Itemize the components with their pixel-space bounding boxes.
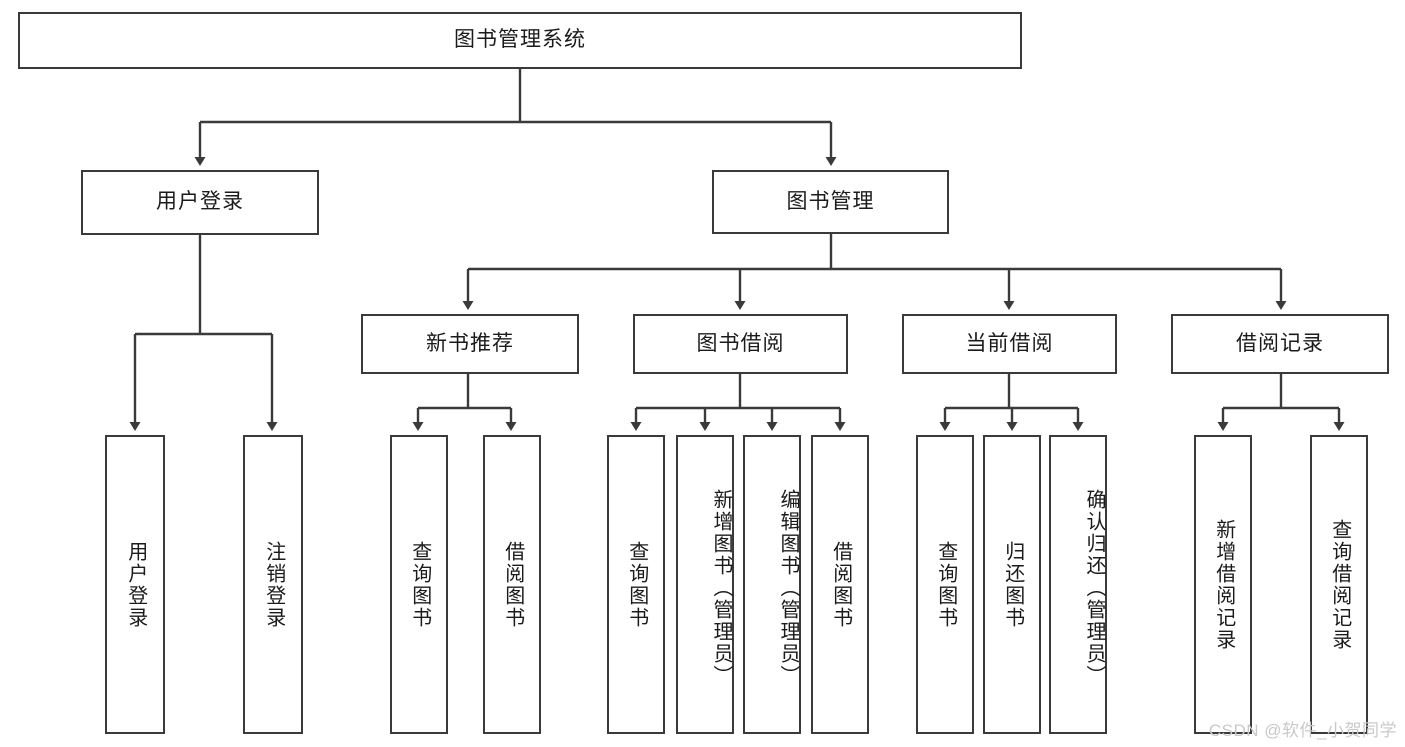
node-leaf-confirm-return-admin-label: 确认归还（管理员） — [1083, 488, 1105, 687]
node-leaf-query-book-1[interactable]: 查询图书 — [390, 435, 448, 734]
node-leaf-query-borrow-record[interactable]: 查询借阅记录 — [1310, 435, 1368, 734]
node-leaf-borrow-book-2-label: 借阅图书 — [829, 540, 852, 629]
node-new-book-recommend-label: 新书推荐 — [426, 331, 514, 355]
node-leaf-borrow-book-2[interactable]: 借阅图书 — [811, 435, 869, 734]
node-new-book-recommend[interactable]: 新书推荐 — [361, 314, 579, 374]
node-leaf-user-login[interactable]: 用户登录 — [105, 435, 165, 734]
node-leaf-query-book-1-label: 查询图书 — [408, 540, 431, 629]
node-leaf-confirm-return-admin[interactable]: 确认归还（管理员） — [1049, 435, 1107, 734]
node-current-borrow[interactable]: 当前借阅 — [902, 314, 1117, 374]
node-leaf-query-book-2[interactable]: 查询图书 — [607, 435, 665, 734]
node-leaf-edit-book-admin[interactable]: 编辑图书（管理员） — [743, 435, 801, 734]
node-leaf-user-login-label: 用户登录 — [124, 540, 147, 629]
node-leaf-query-book-3-label: 查询图书 — [934, 540, 957, 629]
node-leaf-return-book-label: 归还图书 — [1001, 540, 1024, 629]
node-leaf-add-book-admin[interactable]: 新增图书（管理员） — [676, 435, 734, 734]
node-borrow-record-label: 借阅记录 — [1236, 331, 1324, 355]
node-leaf-logout-label: 注销登录 — [262, 540, 285, 629]
node-leaf-query-borrow-record-label: 查询借阅记录 — [1328, 518, 1351, 651]
node-user-login-label: 用户登录 — [156, 190, 244, 214]
node-leaf-query-book-3[interactable]: 查询图书 — [916, 435, 974, 734]
node-leaf-add-borrow-record-label: 新增借阅记录 — [1212, 518, 1235, 651]
node-leaf-logout[interactable]: 注销登录 — [243, 435, 303, 734]
node-root-label: 图书管理系统 — [454, 28, 586, 52]
node-borrow-record[interactable]: 借阅记录 — [1171, 314, 1389, 374]
node-current-borrow-label: 当前借阅 — [965, 331, 1054, 355]
node-leaf-query-book-2-label: 查询图书 — [625, 540, 648, 629]
node-book-manage[interactable]: 图书管理 — [712, 170, 949, 234]
watermark: CSDN @软件_小贺同学 — [1208, 721, 1397, 740]
node-leaf-add-book-admin-label: 新增图书（管理员） — [710, 488, 732, 687]
node-leaf-borrow-book-1-label: 借阅图书 — [501, 540, 524, 629]
node-book-borrow-label: 图书借阅 — [696, 331, 785, 355]
node-root[interactable]: 图书管理系统 — [18, 12, 1022, 69]
node-book-borrow[interactable]: 图书借阅 — [633, 314, 848, 374]
node-leaf-add-borrow-record[interactable]: 新增借阅记录 — [1194, 435, 1252, 734]
node-user-login[interactable]: 用户登录 — [81, 170, 319, 235]
node-leaf-edit-book-admin-label: 编辑图书（管理员） — [777, 488, 799, 687]
node-leaf-borrow-book-1[interactable]: 借阅图书 — [483, 435, 541, 734]
node-book-manage-label: 图书管理 — [786, 189, 875, 213]
node-leaf-return-book[interactable]: 归还图书 — [983, 435, 1041, 734]
